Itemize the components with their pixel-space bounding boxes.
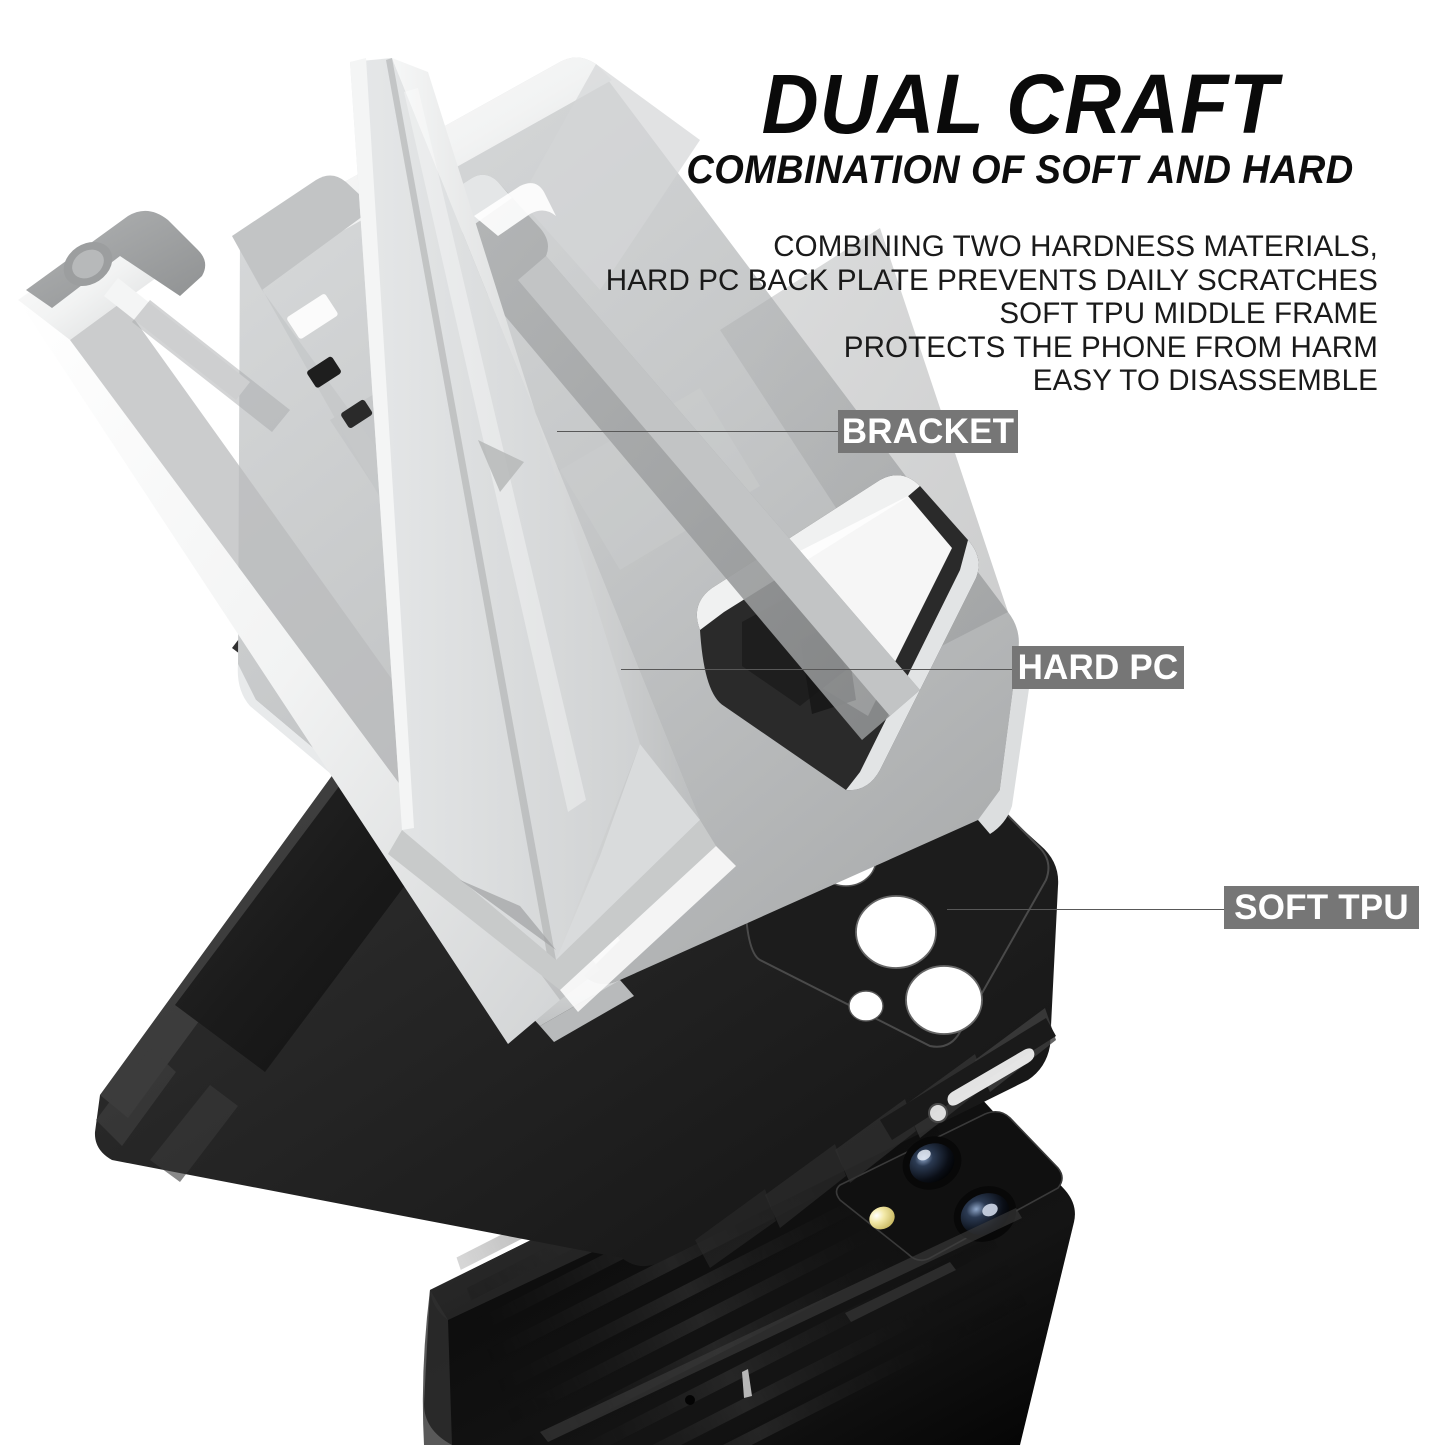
page-subtitle: COMBINATION OF SOFT AND HARD bbox=[686, 148, 1354, 192]
description-block: COMBINING TWO HARDNESS MATERIALS, HARD P… bbox=[594, 230, 1378, 398]
leader-line-hard-pc bbox=[621, 669, 1013, 670]
description-line-5: EASY TO DISASSEMBLE bbox=[1032, 364, 1378, 397]
description-line-2: HARD PC BACK PLATE PREVENTS DAILY SCRATC… bbox=[605, 263, 1378, 297]
headphone-jack-cutout bbox=[929, 1104, 947, 1122]
callout-badge-bracket: BRACKET bbox=[838, 410, 1018, 453]
callout-badge-soft-tpu: SOFT TPU bbox=[1224, 886, 1419, 929]
phone-camera-module bbox=[835, 1110, 1063, 1262]
camera-cutout-2 bbox=[856, 896, 936, 968]
speaker-cutout bbox=[947, 1048, 1035, 1106]
leader-line-bracket bbox=[557, 431, 839, 432]
camera-cutout-3 bbox=[906, 966, 982, 1034]
page-title: DUAL CRAFT bbox=[761, 57, 1279, 151]
bracket-notch bbox=[478, 440, 524, 492]
callout-badge-hard-pc: HARD PC bbox=[1012, 646, 1184, 689]
description-line-4: PROTECTS THE PHONE FROM HARM bbox=[843, 330, 1378, 364]
description-line-3: SOFT TPU MIDDLE FRAME bbox=[999, 297, 1378, 330]
leader-line-soft-tpu bbox=[947, 909, 1225, 910]
camera-cutout-4 bbox=[849, 991, 883, 1021]
bracket-layer bbox=[350, 58, 920, 1012]
description-line-1: COMBINING TWO HARDNESS MATERIALS, bbox=[773, 230, 1378, 263]
